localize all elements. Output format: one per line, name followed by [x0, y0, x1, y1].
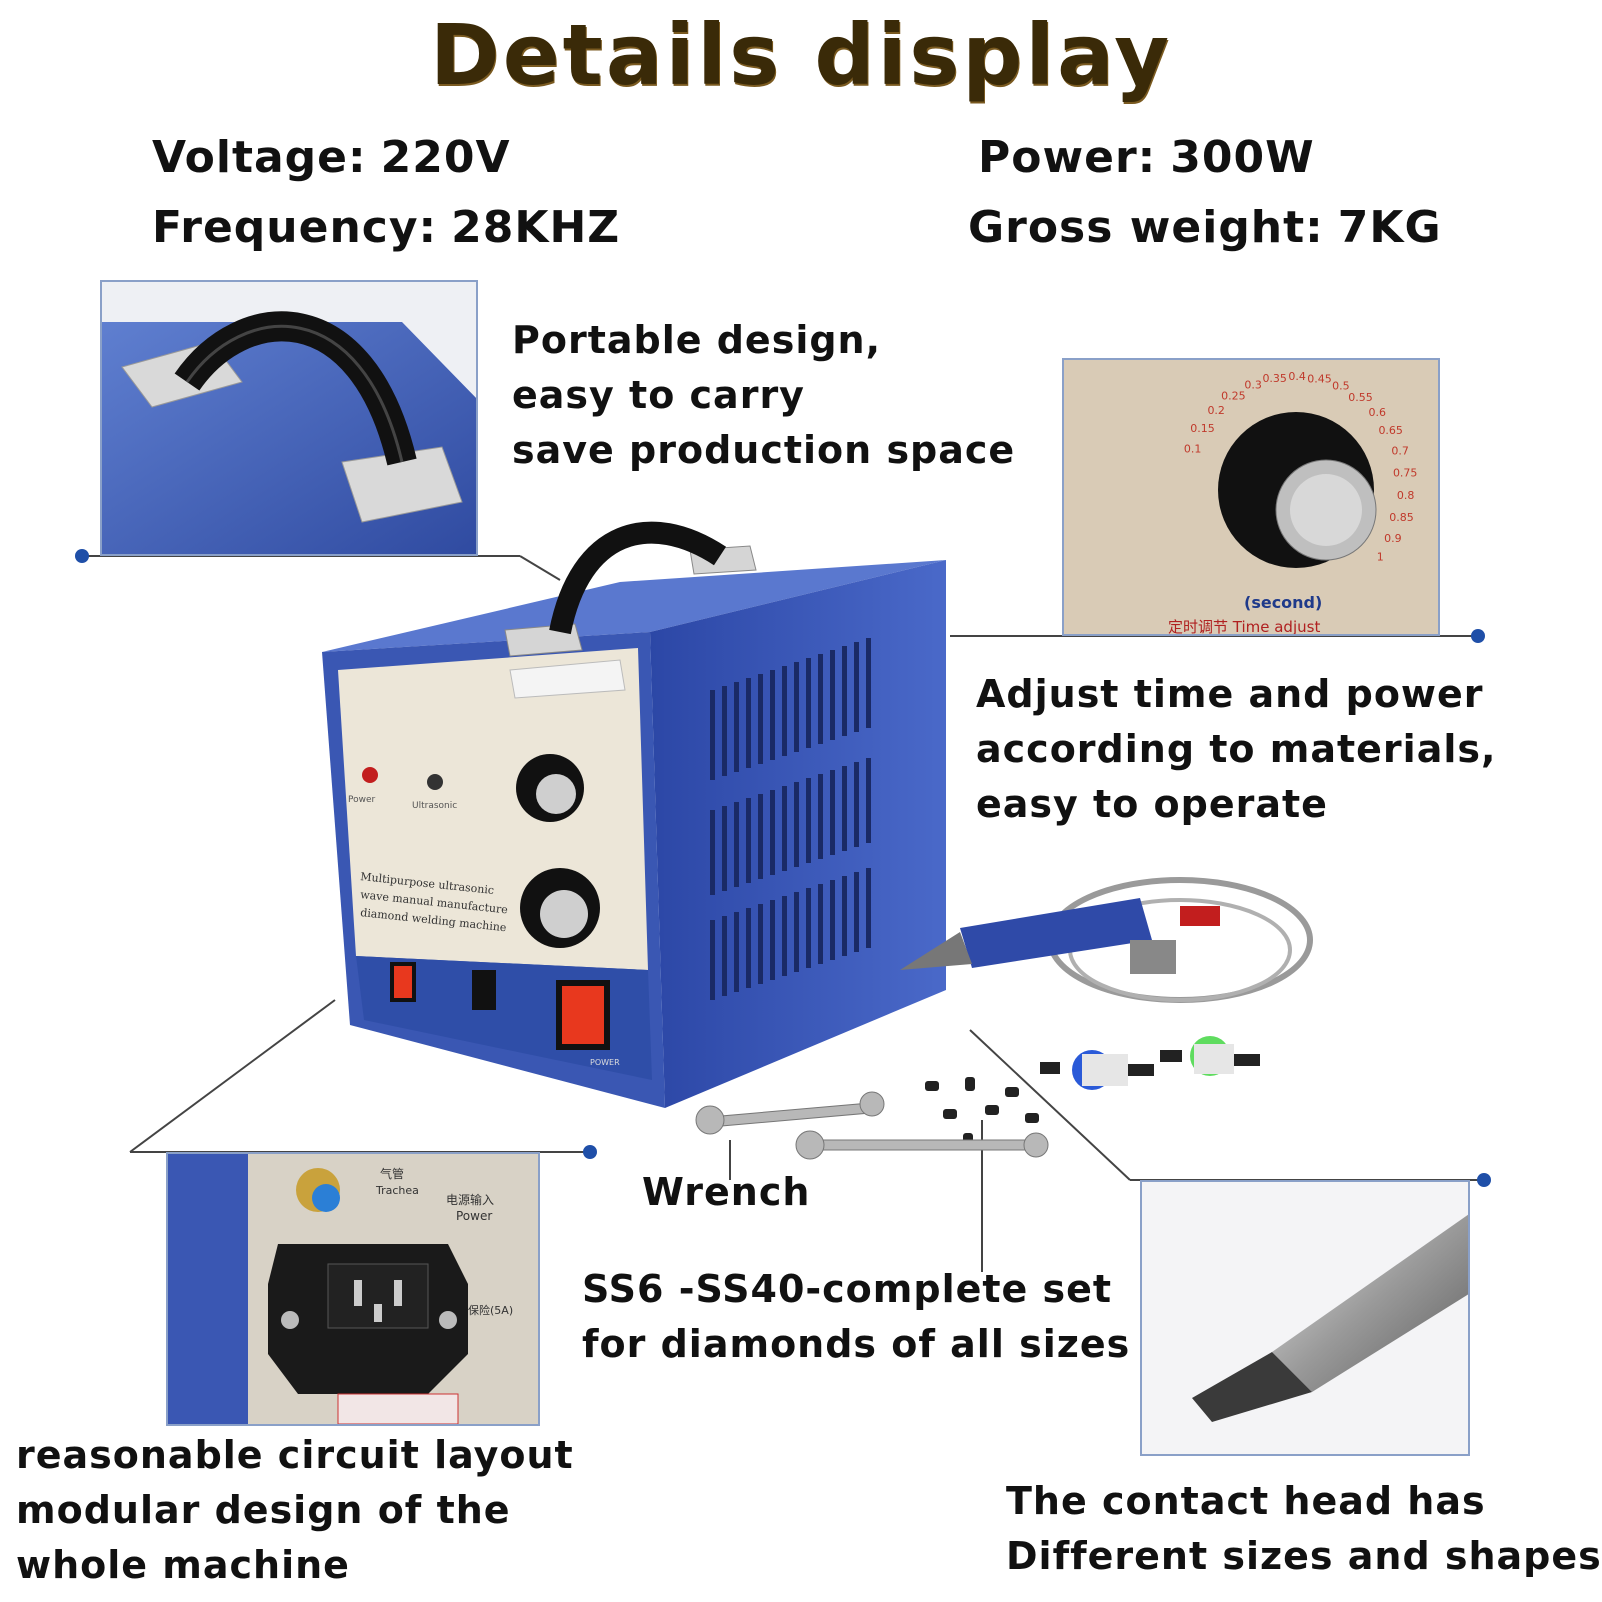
caption-circuit-line: reasonable circuit layout	[16, 1433, 574, 1477]
caption-portable: Portable design, easy to carry save prod…	[512, 313, 1015, 478]
indicator-label: Power	[348, 795, 376, 805]
dial-tick-label: 0.55	[1348, 391, 1373, 404]
dial-tick-label: 0.25	[1221, 390, 1246, 403]
indicator-label: Ultrasonic	[412, 801, 457, 811]
spec-weight-label: Gross weight:	[968, 202, 1324, 253]
dial-tick-label: 1	[1377, 551, 1384, 564]
dial-tick-label: 0.3	[1244, 379, 1262, 392]
caption-circuit-line: whole machine	[16, 1543, 350, 1587]
spec-voltage: Voltage: 220V	[152, 132, 511, 183]
dial-tick-label: 0.9	[1384, 532, 1402, 545]
dial-tick-label: 0.6	[1369, 406, 1387, 419]
caption-portable-line: save production space	[512, 428, 1016, 472]
callout-dot-tip	[1477, 1173, 1491, 1187]
side-vents	[710, 638, 871, 1000]
contact-head-nozzle	[1192, 1352, 1312, 1422]
handle-closeup-image	[100, 280, 478, 556]
rear-panel-closeup-image: 气管 Trachea 电源输入 Power 保险(5A)	[166, 1152, 540, 1426]
dial-tick-label: 0.5	[1332, 380, 1350, 393]
spec-weight-value: 7KG	[1337, 202, 1442, 253]
spec-frequency-value: 28KHZ	[451, 202, 621, 253]
spec-frequency-label: Frequency:	[152, 202, 438, 253]
callout-line-rear-diag	[129, 999, 336, 1153]
contact-heads-image	[1040, 1036, 1260, 1090]
dial-tick-label: 0.8	[1397, 489, 1415, 502]
wrench-image	[695, 1091, 1049, 1160]
dial-tick-label: 0.65	[1378, 424, 1403, 437]
power-input-label: 电源输入	[446, 1192, 494, 1207]
selector-switch	[472, 970, 496, 1010]
dial-tick-label: 0.2	[1207, 404, 1225, 417]
power-indicator-light	[362, 767, 378, 783]
caption-adjust-line: Adjust time and power	[976, 672, 1484, 716]
caption-diamonds-line: for diamonds of all sizes	[582, 1322, 1131, 1366]
dial-unit-label: (second)	[1244, 593, 1322, 612]
carry-handle	[549, 521, 727, 635]
air-label: Trachea	[375, 1184, 419, 1197]
dial-tick-label: 0.4	[1288, 370, 1306, 383]
dial-tick-label: 0.7	[1391, 445, 1409, 458]
spec-power-value: 300W	[1170, 132, 1315, 183]
caption-diamonds-line: SS6 -SS40-complete set	[582, 1267, 1113, 1311]
dial-tick-label: 0.85	[1389, 511, 1414, 524]
main-power-switch	[562, 986, 604, 1044]
pen-tip	[900, 932, 972, 970]
spec-voltage-label: Voltage:	[152, 132, 367, 183]
dial-tick-label: 0.75	[1393, 467, 1418, 480]
spec-power-label: Power:	[978, 132, 1157, 183]
caption-adjust: Adjust time and power according to mater…	[976, 667, 1496, 832]
spec-voltage-value: 220V	[380, 132, 511, 183]
dial-tick-label: 0.1	[1184, 442, 1202, 455]
spec-power: Power: 300W	[978, 132, 1315, 183]
contact-head-closeup-image	[1140, 1180, 1470, 1456]
contact-head-shaft	[1272, 1214, 1468, 1392]
dial-tick-label: 0.15	[1190, 422, 1215, 435]
caption-contact-head-line: Different sizes and shapes	[1006, 1534, 1602, 1578]
dial-tick-label: 0.45	[1307, 373, 1332, 386]
welding-pen-image	[900, 877, 1313, 1003]
caption-circuit: reasonable circuit layout modular design…	[16, 1428, 574, 1593]
dial-function-label: 定时调节 Time adjust	[1168, 618, 1320, 636]
caption-portable-line: easy to carry	[512, 373, 805, 417]
ultrasonic-indicator-light	[427, 774, 443, 790]
caption-contact-head-line: The contact head has	[1006, 1479, 1486, 1523]
fuse-label: 保险(5A)	[468, 1303, 513, 1317]
dial-tick-label: 0.35	[1262, 372, 1287, 385]
caption-adjust-line: according to materials,	[976, 727, 1497, 771]
air-inlet	[312, 1184, 340, 1212]
mode-switch	[394, 966, 412, 998]
callout-dot-handle	[75, 549, 89, 563]
callout-dot-rear	[583, 1145, 597, 1159]
spec-weight: Gross weight: 7KG	[968, 202, 1442, 253]
caption-diamonds: SS6 -SS40-complete set for diamonds of a…	[582, 1262, 1130, 1372]
callout-line-tip-diag	[969, 1029, 1131, 1181]
callout-line-handle-diag	[519, 555, 561, 581]
caption-wrench: Wrench	[642, 1170, 811, 1214]
welding-machine-image: Power Ultrasonic Multipurpose ultrasonic…	[322, 521, 946, 1108]
power-input-label: Power	[456, 1209, 492, 1223]
spec-frequency: Frequency: 28KHZ	[152, 202, 620, 253]
caption-circuit-line: modular design of the	[16, 1488, 511, 1532]
caption-contact-head: The contact head has Different sizes and…	[1006, 1474, 1602, 1584]
caption-adjust-line: easy to operate	[976, 782, 1328, 826]
air-label: 气管	[380, 1166, 404, 1181]
callout-dot-dial	[1471, 629, 1485, 643]
pen-body	[960, 898, 1152, 968]
power-switch-label: POWER	[590, 1058, 620, 1067]
page-title: Details display	[429, 6, 1173, 104]
caption-portable-line: Portable design,	[512, 318, 882, 362]
